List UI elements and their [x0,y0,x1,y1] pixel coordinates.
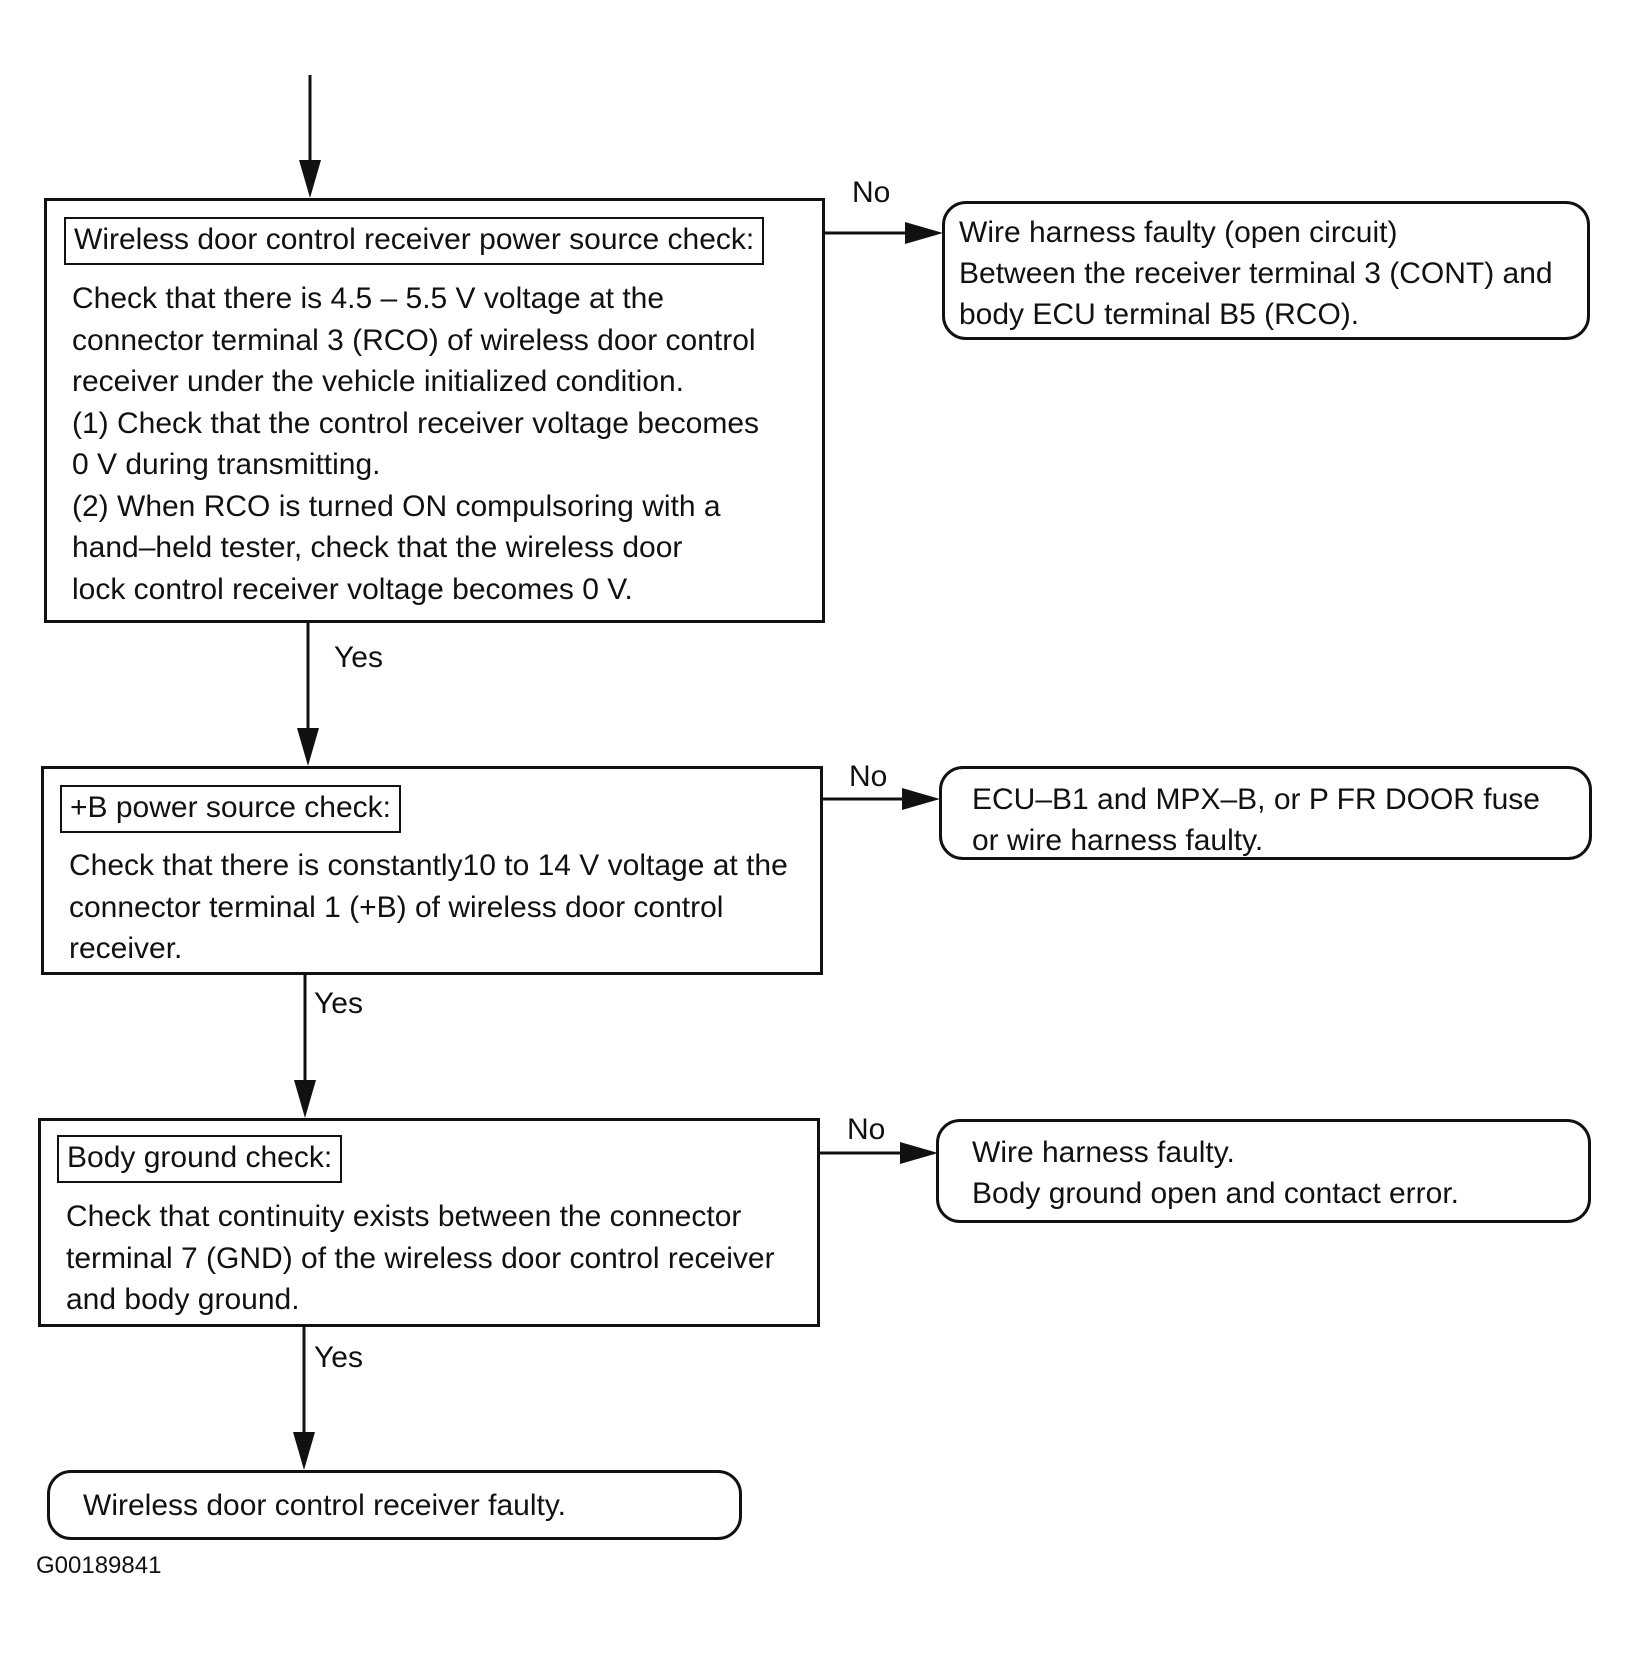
check-line: terminal 7 (GND) of the wireless door co… [66,1241,775,1275]
check-line: receiver under the vehicle initialized c… [72,365,685,398]
result-text-open-circuit: Wire harness faulty (open circuit) Betwe… [959,212,1553,335]
check-box-receiver-power-source: Wireless door control receiver power sou… [44,198,825,623]
check-line: lock control receiver voltage becomes 0 … [72,572,633,606]
check-title-plus-b-power-source: +B power source check: [60,785,401,833]
check-line: (1) Check that the control receiver volt… [72,406,759,440]
result-text-body-ground-error: Wire harness faulty. Body ground open an… [972,1132,1459,1214]
no-arrowhead-2 [902,788,940,810]
yes-arrowhead-2 [294,1080,316,1118]
result-text-receiver-faulty: Wireless door control receiver faulty. [83,1489,566,1522]
yes-arrowhead-1 [297,728,319,766]
edge-label-no-2: No [849,760,888,793]
figure-reference-code: G00189841 [36,1552,162,1579]
edge-label-yes-1: Yes [334,641,383,674]
check-line: hand–held tester, check that the wireles… [72,531,683,564]
check-title-receiver-power-source: Wireless door control receiver power sou… [64,217,765,265]
edge-label-yes-3: Yes [314,1341,363,1374]
result-line: or wire harness faulty. [972,824,1264,857]
no-arrowhead-3 [900,1142,938,1164]
entry-arrowhead [299,160,321,198]
result-box-open-circuit: Wire harness faulty (open circuit) Betwe… [942,201,1590,340]
edge-label-no-3: No [847,1113,886,1146]
result-text-fuse-or-harness: ECU–B1 and MPX–B, or P FR DOOR fuse or w… [972,779,1540,861]
result-line: Wire harness faulty. [972,1136,1235,1169]
check-line: 0 V during transmitting. [72,448,381,481]
check-line: connector terminal 1 (+B) of wireless do… [69,890,724,924]
result-line: Wire harness faulty (open circuit) [959,216,1398,249]
result-line: Between the receiver terminal 3 (CONT) a… [959,257,1553,290]
check-box-body-ground: Body ground check: Check that continuity… [38,1118,820,1327]
check-line: receiver. [69,932,183,965]
check-line: (2) When RCO is turned ON compulsoring w… [72,489,721,523]
edge-label-no-1: No [852,176,891,209]
edge-label-yes-2: Yes [314,987,363,1020]
check-body-receiver-power-source: Check that there is 4.5 – 5.5 V voltage … [72,278,759,610]
result-line: body ECU terminal B5 (RCO). [959,298,1360,331]
check-line: Check that there is 4.5 – 5.5 V voltage … [72,282,665,315]
result-line: Body ground open and contact error. [972,1177,1460,1210]
check-line: connector terminal 3 (RCO) of wireless d… [72,323,756,357]
check-line: Check that there is constantly10 to 14 V… [69,849,788,882]
check-body-body-ground: Check that continuity exists between the… [66,1196,775,1321]
yes-arrowhead-3 [293,1432,315,1470]
check-box-plus-b-power-source: +B power source check: Check that there … [41,766,823,975]
check-line: Check that continuity exists between the… [66,1200,742,1233]
result-box-body-ground-error: Wire harness faulty. Body ground open an… [936,1119,1591,1223]
check-line: and body ground. [66,1283,300,1316]
check-body-plus-b-power-source: Check that there is constantly10 to 14 V… [69,845,788,970]
result-box-fuse-or-harness: ECU–B1 and MPX–B, or P FR DOOR fuse or w… [939,766,1592,860]
check-title-body-ground: Body ground check: [57,1135,343,1183]
no-arrowhead-1 [905,222,943,244]
result-line: ECU–B1 and MPX–B, or P FR DOOR fuse [972,783,1540,816]
result-box-receiver-faulty: Wireless door control receiver faulty. [47,1470,742,1540]
